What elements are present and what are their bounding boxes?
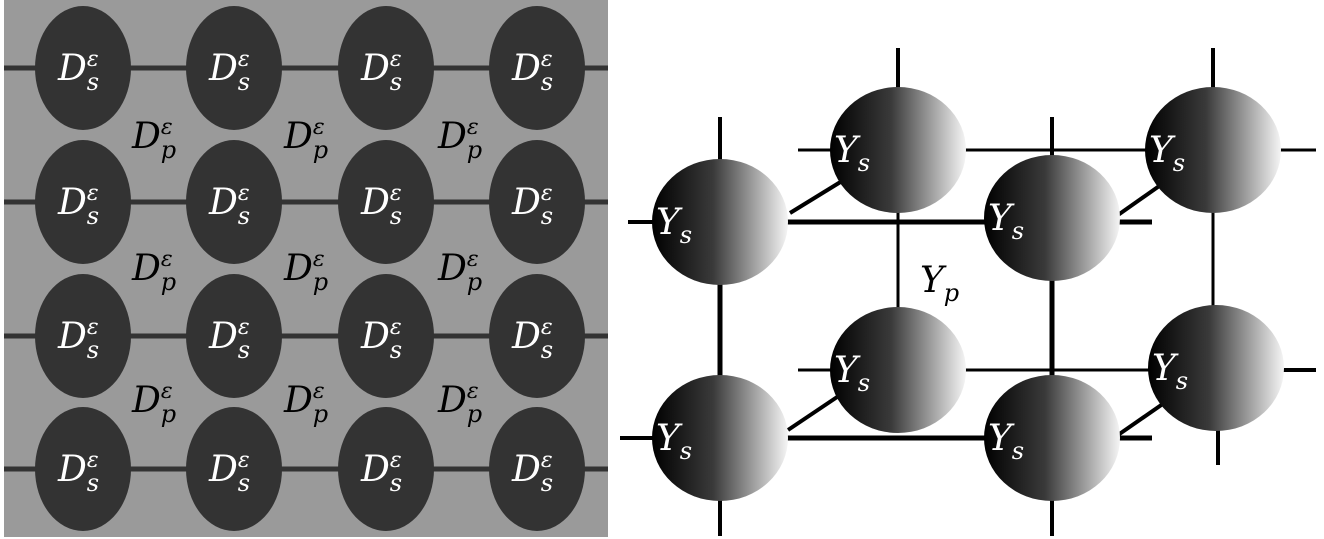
solid-sphere: Ys: [652, 159, 788, 285]
solid-sphere: Ys: [652, 375, 788, 501]
inclusion-ellipse: [338, 6, 434, 130]
inclusion-ellipse: [338, 407, 434, 531]
sphere-shape: [1148, 305, 1284, 431]
solid-sphere: Ys: [830, 87, 966, 213]
inclusion-ellipse: [186, 274, 282, 398]
solid-label-ys: Ys: [1149, 130, 1185, 177]
solid-sphere: Ys: [830, 307, 966, 433]
solid-label-ys: Ys: [656, 202, 692, 249]
sphere-shape: [1145, 87, 1281, 213]
inclusion-ellipse: [489, 274, 585, 398]
sphere-shape: [984, 375, 1120, 501]
pore-label-yp: Yp: [920, 260, 959, 307]
inclusion-ellipse: [35, 274, 131, 398]
inclusion-ellipse: [186, 407, 282, 531]
inclusion-ellipse: [489, 6, 585, 130]
inclusion-ellipse: [338, 140, 434, 264]
sphere-shape: [830, 307, 966, 433]
solid-sphere: Ys: [984, 375, 1120, 501]
solid-sphere: Ys: [1148, 305, 1284, 431]
inclusion-ellipse: [35, 140, 131, 264]
solid-sphere: Ys: [1145, 87, 1281, 213]
inclusion-ellipse: [489, 140, 585, 264]
inclusion-ellipse: [186, 6, 282, 130]
inclusion-ellipse: [35, 407, 131, 531]
sphere-shape: [652, 159, 788, 285]
inclusion-ellipse: [338, 274, 434, 398]
solid-label-ys: Ys: [834, 350, 870, 397]
sphere-shape: [652, 375, 788, 501]
solid-label-ys: Ys: [656, 418, 692, 465]
solid-label-ys: Ys: [988, 198, 1024, 245]
sphere-shape: [830, 87, 966, 213]
solid-label-ys: Ys: [988, 418, 1024, 465]
solid-sphere: Ys: [984, 155, 1120, 281]
solid-label-ys: Ys: [1152, 348, 1188, 395]
solid-label-ys: Ys: [834, 130, 870, 177]
sphere-shape: [984, 155, 1120, 281]
inclusion-ellipse: [489, 407, 585, 531]
inclusion-ellipse: [35, 6, 131, 130]
inclusion-ellipse: [186, 140, 282, 264]
